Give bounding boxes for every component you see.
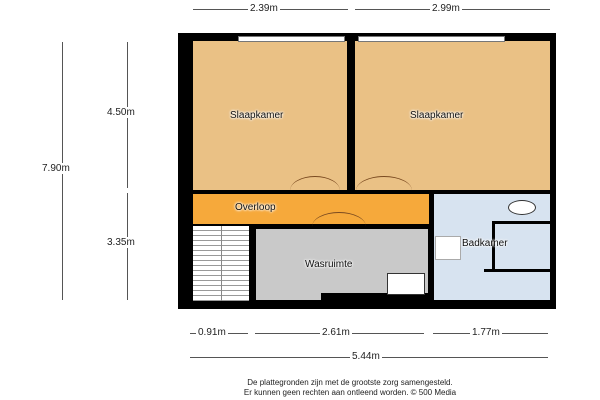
toilet-icon <box>508 200 536 215</box>
dimension-label: 2.39m <box>248 3 280 14</box>
disclaimer-line-1: De plattegronden zijn met de grootste zo… <box>247 378 453 387</box>
dimension-label: 5.44m <box>350 351 382 362</box>
sink-icon <box>435 236 461 260</box>
room-label: Wasruimte <box>305 259 353 270</box>
shower-wall-v <box>492 221 495 271</box>
window <box>358 36 505 42</box>
room-bedroom-right <box>355 41 550 190</box>
washbasin-icon <box>387 273 425 295</box>
dimension-label: 2.61m <box>320 327 352 338</box>
door-icon <box>356 176 412 205</box>
shower-wall-b <box>484 269 552 272</box>
room-label: Slaapkamer <box>410 110 464 121</box>
dimension-label: 3.35m <box>105 237 137 248</box>
door-icon <box>312 212 366 241</box>
stair-rail <box>221 226 222 301</box>
wall-block <box>321 293 428 301</box>
dimension-label: 2.99m <box>430 3 462 14</box>
disclaimer-line-2: Er kunnen geen rechten aan ontleend word… <box>243 388 457 397</box>
door-icon <box>290 176 340 205</box>
shower-wall <box>492 221 552 224</box>
dimension-label: 4.50m <box>105 107 137 118</box>
window <box>238 36 345 42</box>
dimension-label: 0.91m <box>196 327 228 338</box>
room-label: Overloop <box>235 202 276 213</box>
room-bedroom-left <box>193 41 347 190</box>
room-label: Slaapkamer <box>230 110 284 121</box>
dimension-label: 1.77m <box>470 327 502 338</box>
dimension-label: 7.90m <box>40 163 72 174</box>
room-label: Badkamer <box>462 238 508 249</box>
